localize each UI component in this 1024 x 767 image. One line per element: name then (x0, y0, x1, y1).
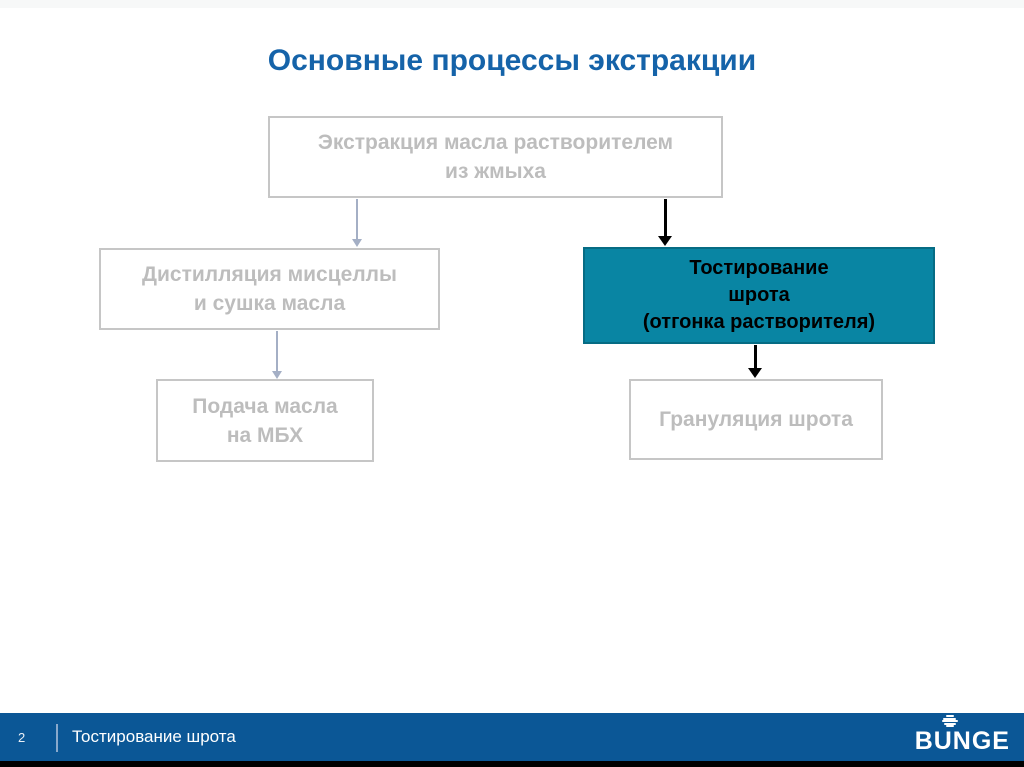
flow-box-distillation: Дистилляция мисцеллы и сушка масла (99, 248, 440, 330)
slide-top-edge (0, 0, 1024, 8)
flow-box-toasting-line3: (отгонка растворителя) (642, 311, 876, 333)
slide-bottom-strip (0, 761, 1024, 767)
footer-divider (56, 724, 58, 752)
arrow-down-icon (748, 345, 762, 378)
emblem-stripe (945, 715, 954, 717)
flow-box-oil-supply-line1: Подача масла (192, 394, 338, 418)
flow-box-extraction-line1: Экстракция масла растворителем (317, 131, 674, 154)
emblem-stripe (941, 720, 958, 722)
arrow-head (352, 239, 362, 247)
flow-box-toasting-line2: шрота (728, 284, 790, 306)
arrow-shaft (276, 331, 278, 371)
slide-title: Основные процессы экстракции (267, 44, 757, 77)
page-number: 2 (18, 729, 26, 745)
arrow-down-icon (272, 331, 282, 379)
flow-box-distillation-line1: Дистилляция мисцеллы (142, 263, 397, 286)
flow-box-granulation: Грануляция шрота (629, 379, 883, 460)
emblem-stripe (943, 722, 956, 725)
footer-section-title: Тостирование шрота (72, 727, 236, 746)
arrow-down-icon (352, 199, 362, 247)
flow-box-toasting-line1: Тостирование (689, 257, 829, 279)
footer-bar: 2 Тостирование шрота BUNGE (0, 713, 1024, 761)
flow-box-extraction: Экстракция масла растворителем из жмыха (268, 116, 723, 198)
flow-box-granulation-line1: Грануляция шрота (659, 408, 853, 431)
arrow-shaft (663, 199, 667, 236)
flow-box-oil-supply-line2: на МБХ (226, 423, 304, 447)
arrow-down-icon (658, 199, 672, 246)
arrow-head (748, 368, 762, 378)
bunge-logo-text: BUNGE (914, 727, 1010, 755)
flow-box-distillation-line2: и сушка масла (193, 292, 346, 315)
emblem-stripe (943, 717, 957, 720)
arrow-head (272, 371, 282, 379)
arrow-shaft (753, 345, 757, 368)
emblem-stripe (945, 725, 954, 727)
bunge-logo: BUNGE (914, 715, 1010, 756)
flow-box-oil-supply: Подача масла на МБХ (156, 379, 374, 462)
arrow-head (658, 236, 672, 246)
flow-box-toasting-active: Тостирование шрота (отгонка растворителя… (583, 247, 935, 344)
bunge-emblem-icon (941, 715, 959, 727)
arrow-shaft (356, 199, 358, 239)
flow-box-extraction-line2: из жмыха (445, 160, 546, 183)
